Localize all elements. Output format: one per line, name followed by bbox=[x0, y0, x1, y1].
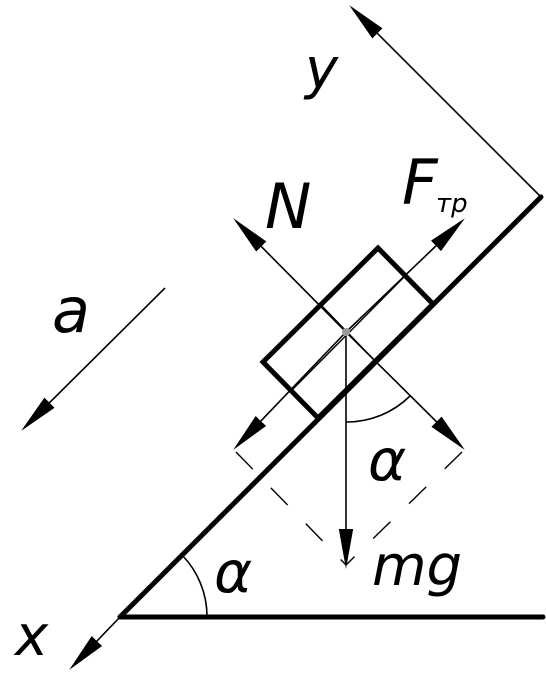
y-axis-arrow bbox=[349, 5, 542, 198]
normal-force-label: N bbox=[265, 170, 311, 243]
friction-force-label: F bbox=[402, 146, 439, 219]
gravity-normal-component bbox=[345, 331, 465, 450]
angle-label-gravity: α bbox=[368, 426, 406, 494]
gravity-parallel-component bbox=[233, 331, 347, 450]
friction-force-subscript: тр bbox=[436, 189, 468, 219]
x-axis-label: x bbox=[13, 604, 49, 669]
normal-force-arrow bbox=[233, 218, 347, 333]
block bbox=[259, 244, 437, 422]
acceleration-arrow bbox=[21, 287, 166, 431]
center-of-mass-point bbox=[342, 328, 350, 336]
acceleration-label: a bbox=[52, 274, 90, 347]
angle-arc-base bbox=[181, 554, 208, 618]
angle-label-base: α bbox=[214, 538, 252, 606]
x-axis-arrow bbox=[69, 616, 121, 670]
projection-dash-left bbox=[235, 451, 347, 566]
gravity-label: mg bbox=[372, 534, 462, 599]
friction-force-arrow bbox=[345, 218, 465, 333]
y-axis-label: y bbox=[303, 37, 339, 102]
angle-arc-gravity bbox=[345, 395, 411, 423]
